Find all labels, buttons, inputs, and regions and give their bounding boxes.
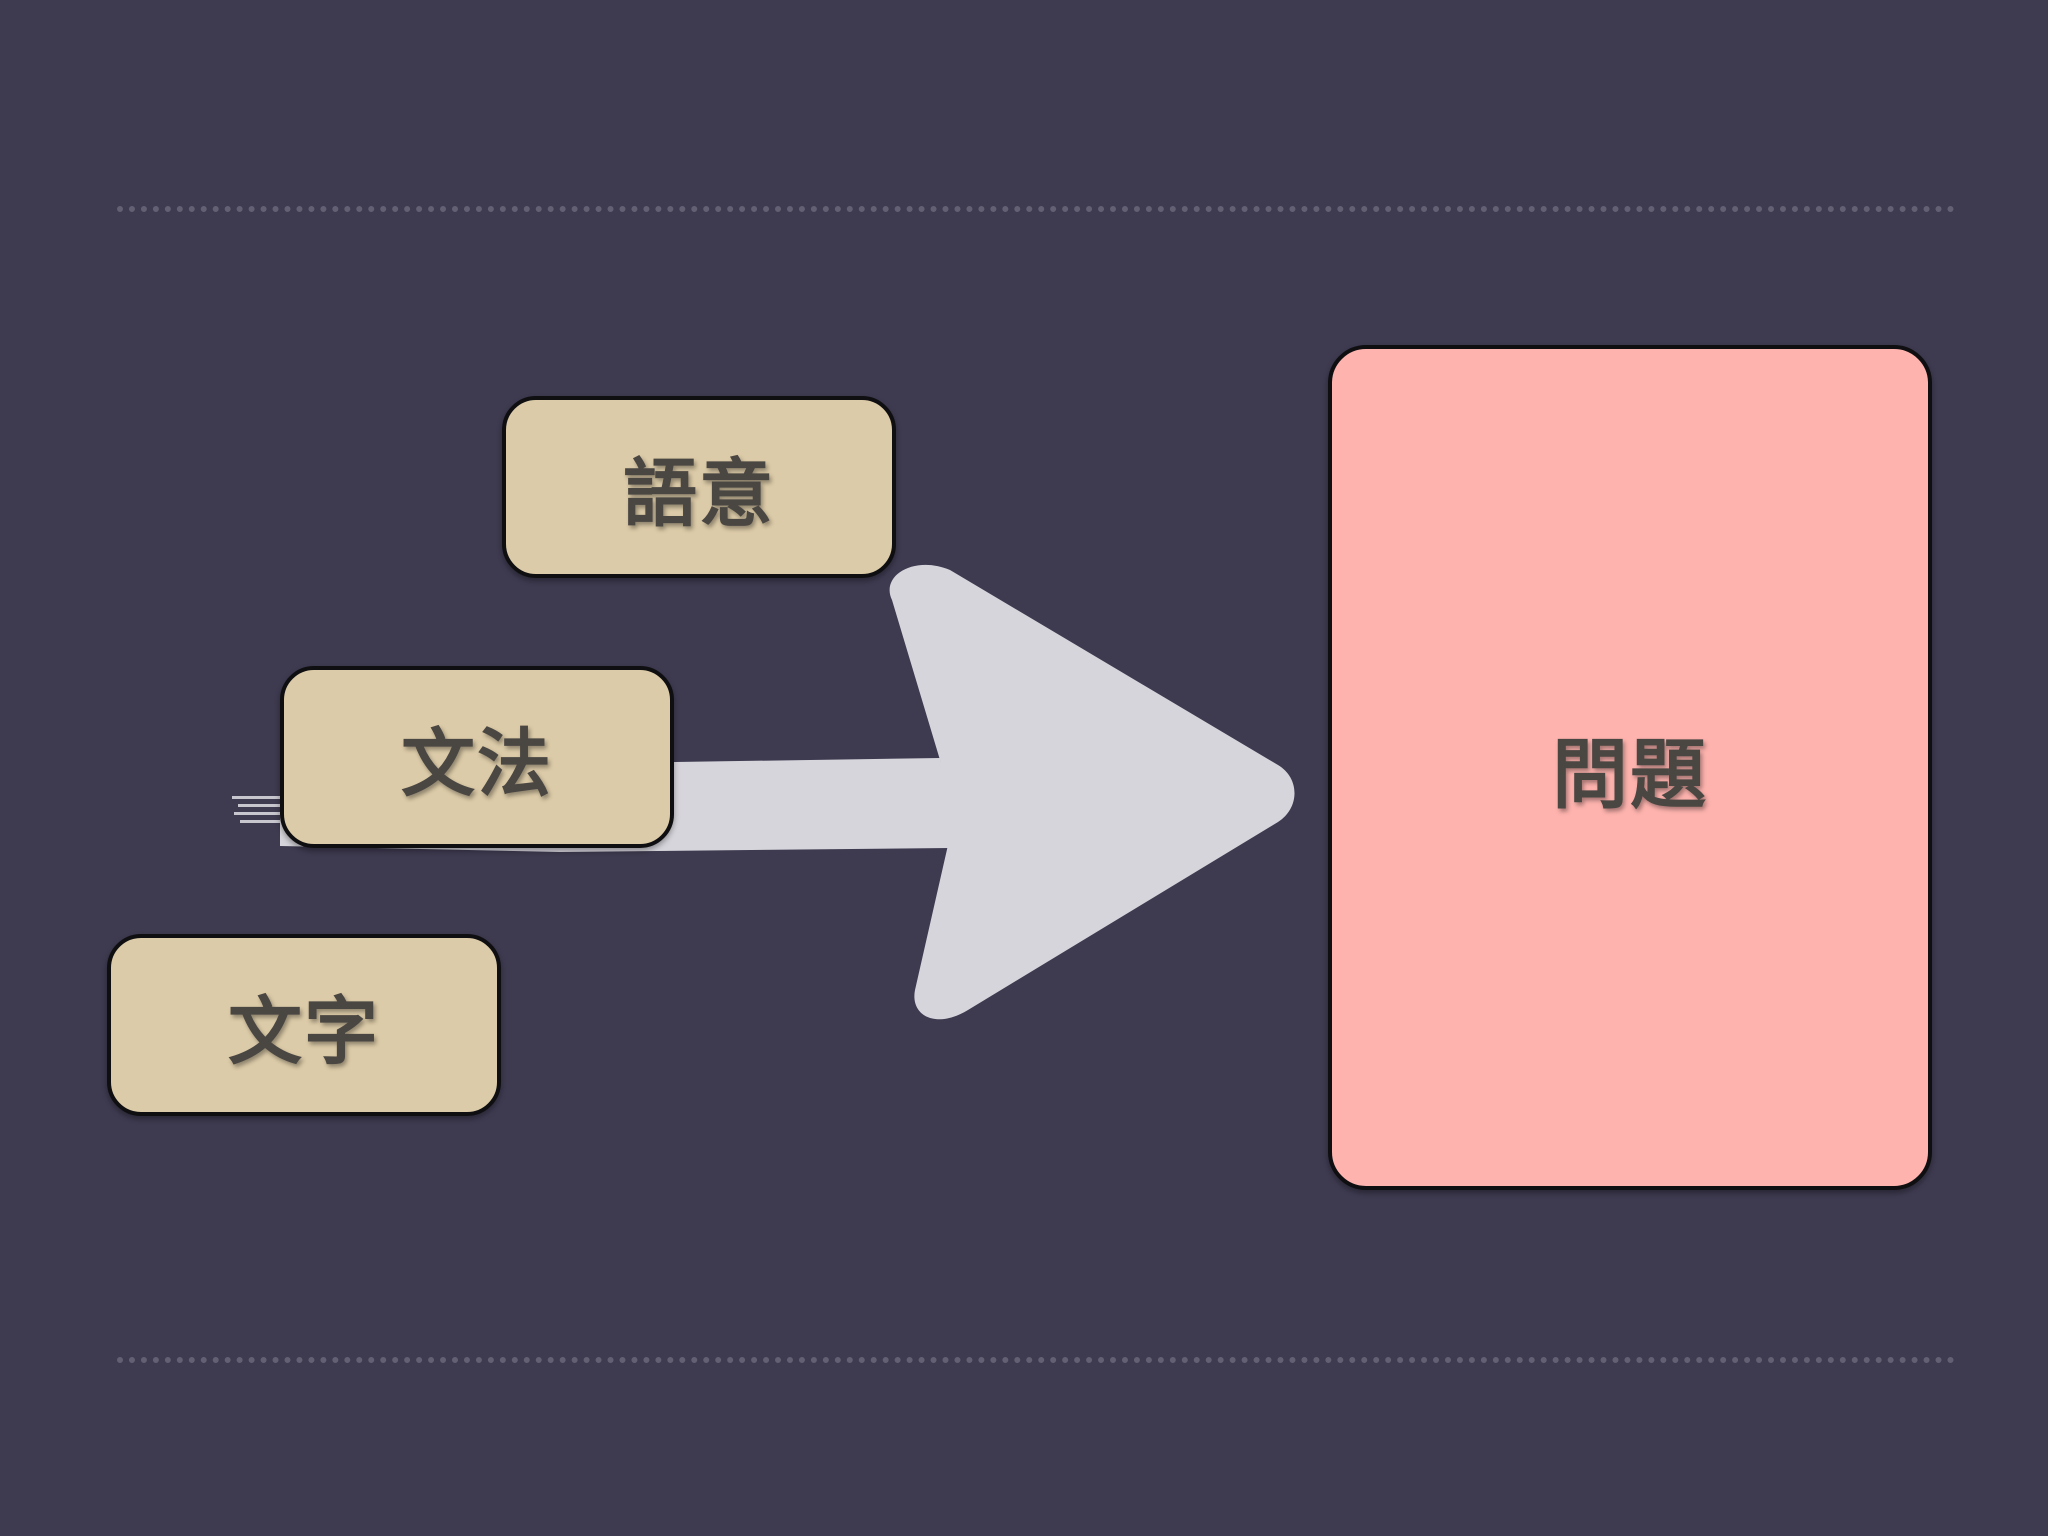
problem-box: 問題 — [1328, 345, 1932, 1190]
grammar-box: 文法 — [280, 666, 674, 848]
semantics-box: 語意 — [502, 396, 896, 578]
top-dotted-rule — [117, 206, 1955, 212]
arrow-head — [889, 564, 1295, 1020]
arrow-tail-brush — [232, 796, 292, 823]
bottom-dotted-rule — [117, 1357, 1955, 1363]
text-box: 文字 — [107, 934, 501, 1116]
grammar-label: 文法 — [401, 720, 553, 807]
text-label: 文字 — [228, 988, 380, 1075]
problem-label: 問題 — [1552, 729, 1708, 819]
semantics-label: 語意 — [623, 450, 775, 537]
